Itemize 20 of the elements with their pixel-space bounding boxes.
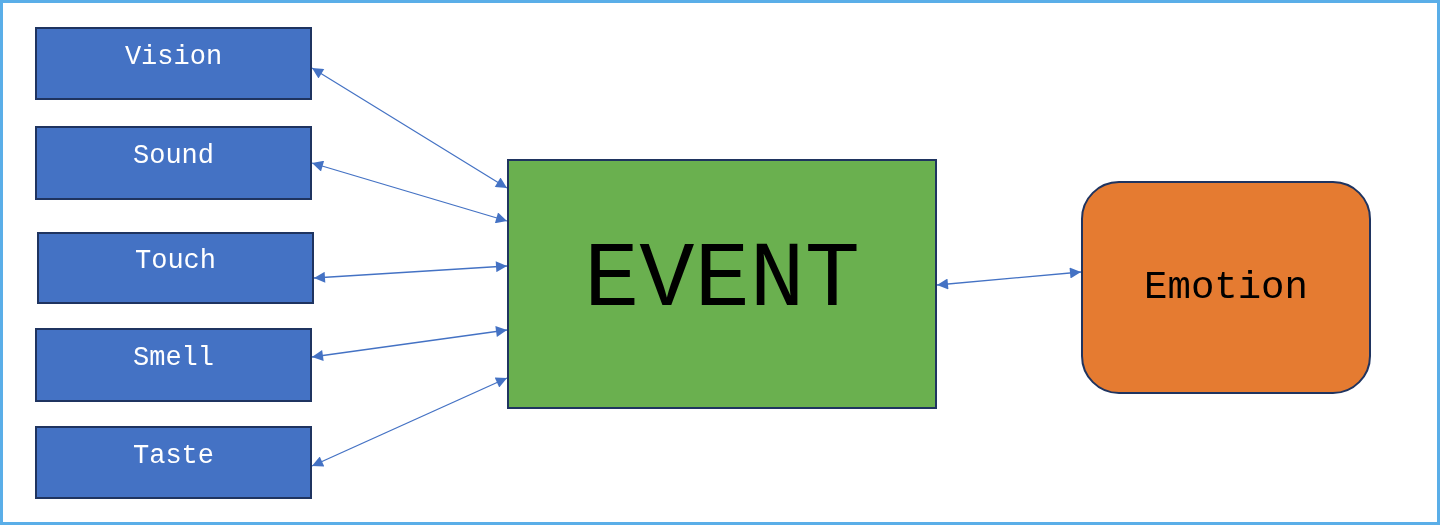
node-label: Sound [133, 141, 214, 171]
double-arrow [936, 267, 1082, 290]
node-label: Taste [133, 440, 214, 471]
double-arrow [311, 326, 508, 361]
node-label: Smell [133, 343, 214, 373]
node-label: Vision [124, 41, 223, 72]
sense-box [35, 126, 312, 200]
sense-box [35, 27, 312, 100]
node-label: Touch [135, 246, 216, 276]
node-label: Emotion [1144, 265, 1308, 310]
node-label: EVENT [583, 227, 860, 333]
sense-box [37, 232, 314, 304]
double-arrow [311, 377, 508, 467]
sense-box [35, 328, 312, 402]
double-arrow [311, 160, 508, 224]
event-box [507, 159, 937, 409]
emotion-box [1081, 181, 1371, 394]
double-arrow [313, 261, 508, 283]
double-arrow [311, 67, 508, 189]
sense-box [35, 426, 312, 499]
